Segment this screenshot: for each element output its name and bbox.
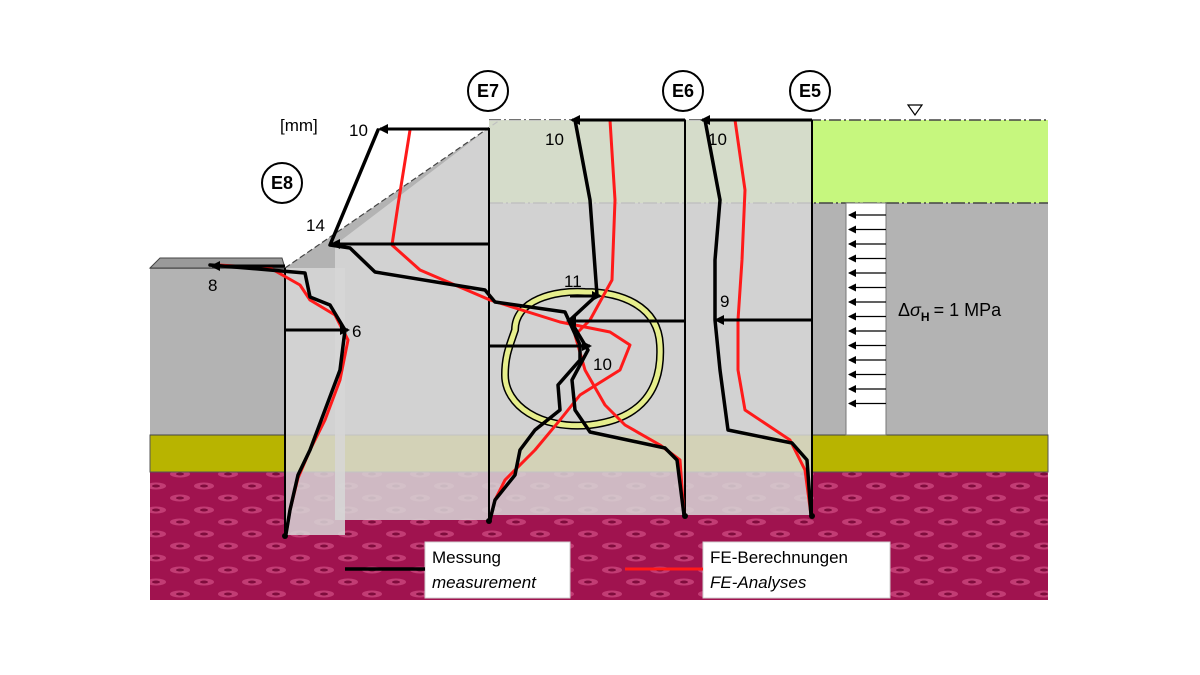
inclinometer-axes <box>282 120 815 539</box>
load-strip <box>845 202 887 436</box>
e5-label-circle <box>789 70 831 112</box>
load-delta: Δ <box>898 300 910 320</box>
legend-measurement-box <box>424 541 571 599</box>
e6-label: E6 <box>672 81 694 101</box>
value-labels: [mm] 10 14 8 6 10 11 10 10 9 <box>208 116 729 374</box>
e6-top-value: 10 <box>545 130 564 149</box>
e5-label: E5 <box>799 81 821 101</box>
e7-measurement-curve <box>328 128 582 522</box>
e5-mid-value: 9 <box>720 292 729 311</box>
load-panel <box>845 202 887 436</box>
load-label: ΔσH = 1 MPa <box>898 300 1002 324</box>
e8-label-circle <box>261 162 303 204</box>
e6-tunnel-mid-value: 10 <box>593 355 612 374</box>
e7-label-circle <box>467 70 509 112</box>
water-level-icon <box>906 104 924 117</box>
e7-column <box>335 128 489 520</box>
e5-top-value: 10 <box>708 130 727 149</box>
e6-label-circle <box>662 70 704 112</box>
tunnel-lining <box>502 289 663 429</box>
slope-line <box>284 119 501 269</box>
load-value: = 1 MPa <box>934 300 1003 320</box>
tunnel <box>500 287 665 430</box>
e8-label: E8 <box>271 173 293 193</box>
legend-fe-de: FE-Berechnungen <box>710 548 848 567</box>
legend-fe-box <box>702 541 891 599</box>
e8-measurement-curve <box>208 263 347 536</box>
e7-label: E7 <box>477 81 499 101</box>
e5-measurement-curve <box>703 118 813 517</box>
e5-column <box>685 120 812 515</box>
e8-top-value: 8 <box>208 276 217 295</box>
load-arrows <box>848 211 886 408</box>
e5-fe-curve <box>733 118 813 517</box>
load-sigma: σ <box>910 300 922 320</box>
inclinometer-labels: E8 E7 E6 E5 <box>261 70 831 204</box>
inclinometer-columns <box>285 120 812 535</box>
legend-fe-en: FE-Analyses <box>710 573 807 592</box>
e7-mid-value: 14 <box>306 216 325 235</box>
load-subscript: H <box>921 310 930 324</box>
unit-label: [mm] <box>280 116 318 135</box>
measurement-curves <box>208 118 813 536</box>
e6-measurement-curve <box>568 118 686 517</box>
e6-tunnel-top-value: 11 <box>564 272 582 291</box>
legend-measurement-de: Messung <box>432 548 501 567</box>
e8-mid-value: 6 <box>352 322 361 341</box>
legend-measurement-en: measurement <box>432 573 537 592</box>
e7-top-value: 10 <box>349 121 368 140</box>
displacement-arrows <box>210 115 812 351</box>
legend: Messung measurement FE-Berechnungen FE-A… <box>345 541 891 599</box>
